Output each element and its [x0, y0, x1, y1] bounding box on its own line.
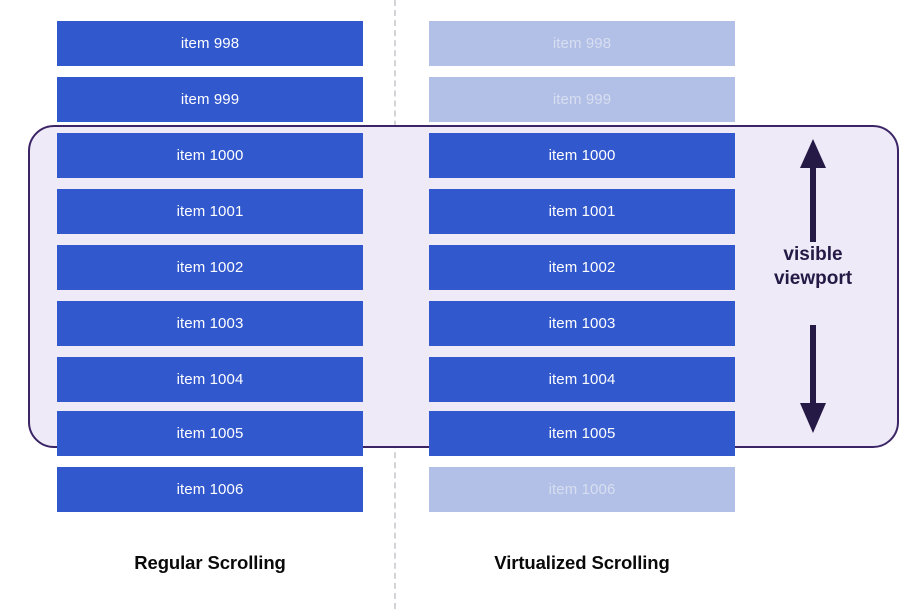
list-item-label: item 1004 — [176, 371, 244, 388]
caption-regular-scrolling: Regular Scrolling — [134, 552, 286, 573]
list-item[interactable]: item 1006 — [429, 467, 735, 512]
list-item[interactable]: item 1006 — [57, 467, 363, 512]
caption-virtualized-scrolling: Virtualized Scrolling — [494, 552, 670, 573]
list-item[interactable]: item 1003 — [57, 301, 363, 346]
list-item[interactable]: item 1004 — [429, 357, 735, 402]
list-item[interactable]: item 1001 — [429, 189, 735, 234]
column-virtualized-scrolling: item 998 item 999 item 1000 item 1001 item 1… — [429, 0, 735, 609]
list-item-label: item 1006 — [176, 481, 244, 498]
double-headed-vertical-arrow-icon — [800, 139, 826, 433]
list-item-label: item 1004 — [548, 371, 616, 388]
list-item[interactable]: item 999 — [429, 77, 735, 122]
list-item[interactable]: item 1000 — [57, 133, 363, 178]
list-item[interactable]: item 1001 — [57, 189, 363, 234]
list-item-label: item 1005 — [548, 425, 616, 442]
list-item-label: item 998 — [552, 35, 612, 52]
list-item[interactable]: item 999 — [57, 77, 363, 122]
list-item[interactable]: item 1000 — [429, 133, 735, 178]
list-item[interactable]: item 1002 — [57, 245, 363, 290]
list-item-label: item 1002 — [176, 259, 244, 276]
list-item-label: item 1003 — [176, 315, 244, 332]
list-item[interactable]: item 1003 — [429, 301, 735, 346]
list-item-label: item 1006 — [548, 481, 616, 498]
visible-viewport-label: visible viewport — [773, 244, 853, 290]
list-item-label: item 1005 — [176, 425, 244, 442]
list-item-label: item 1003 — [548, 315, 616, 332]
list-item[interactable]: item 1005 — [429, 411, 735, 456]
list-item-label: item 1001 — [548, 203, 616, 220]
list-item-label: item 1000 — [176, 147, 244, 164]
list-item-label: item 999 — [180, 91, 240, 108]
list-item-label: item 1001 — [176, 203, 244, 220]
list-item-label: item 1002 — [548, 259, 616, 276]
column-regular-scrolling: item 998 item 999 item 1000 item 1001 item 1… — [57, 0, 363, 609]
list-item-label: item 1000 — [548, 147, 616, 164]
list-item[interactable]: item 1004 — [57, 357, 363, 402]
list-item[interactable]: item 998 — [57, 21, 363, 66]
list-item-label: item 998 — [180, 35, 240, 52]
list-item[interactable]: item 1002 — [429, 245, 735, 290]
list-item[interactable]: item 1005 — [57, 411, 363, 456]
list-item[interactable]: item 998 — [429, 21, 735, 66]
visible-viewport-annotation: visible viewport — [737, 125, 889, 448]
list-item-label: item 999 — [552, 91, 612, 108]
